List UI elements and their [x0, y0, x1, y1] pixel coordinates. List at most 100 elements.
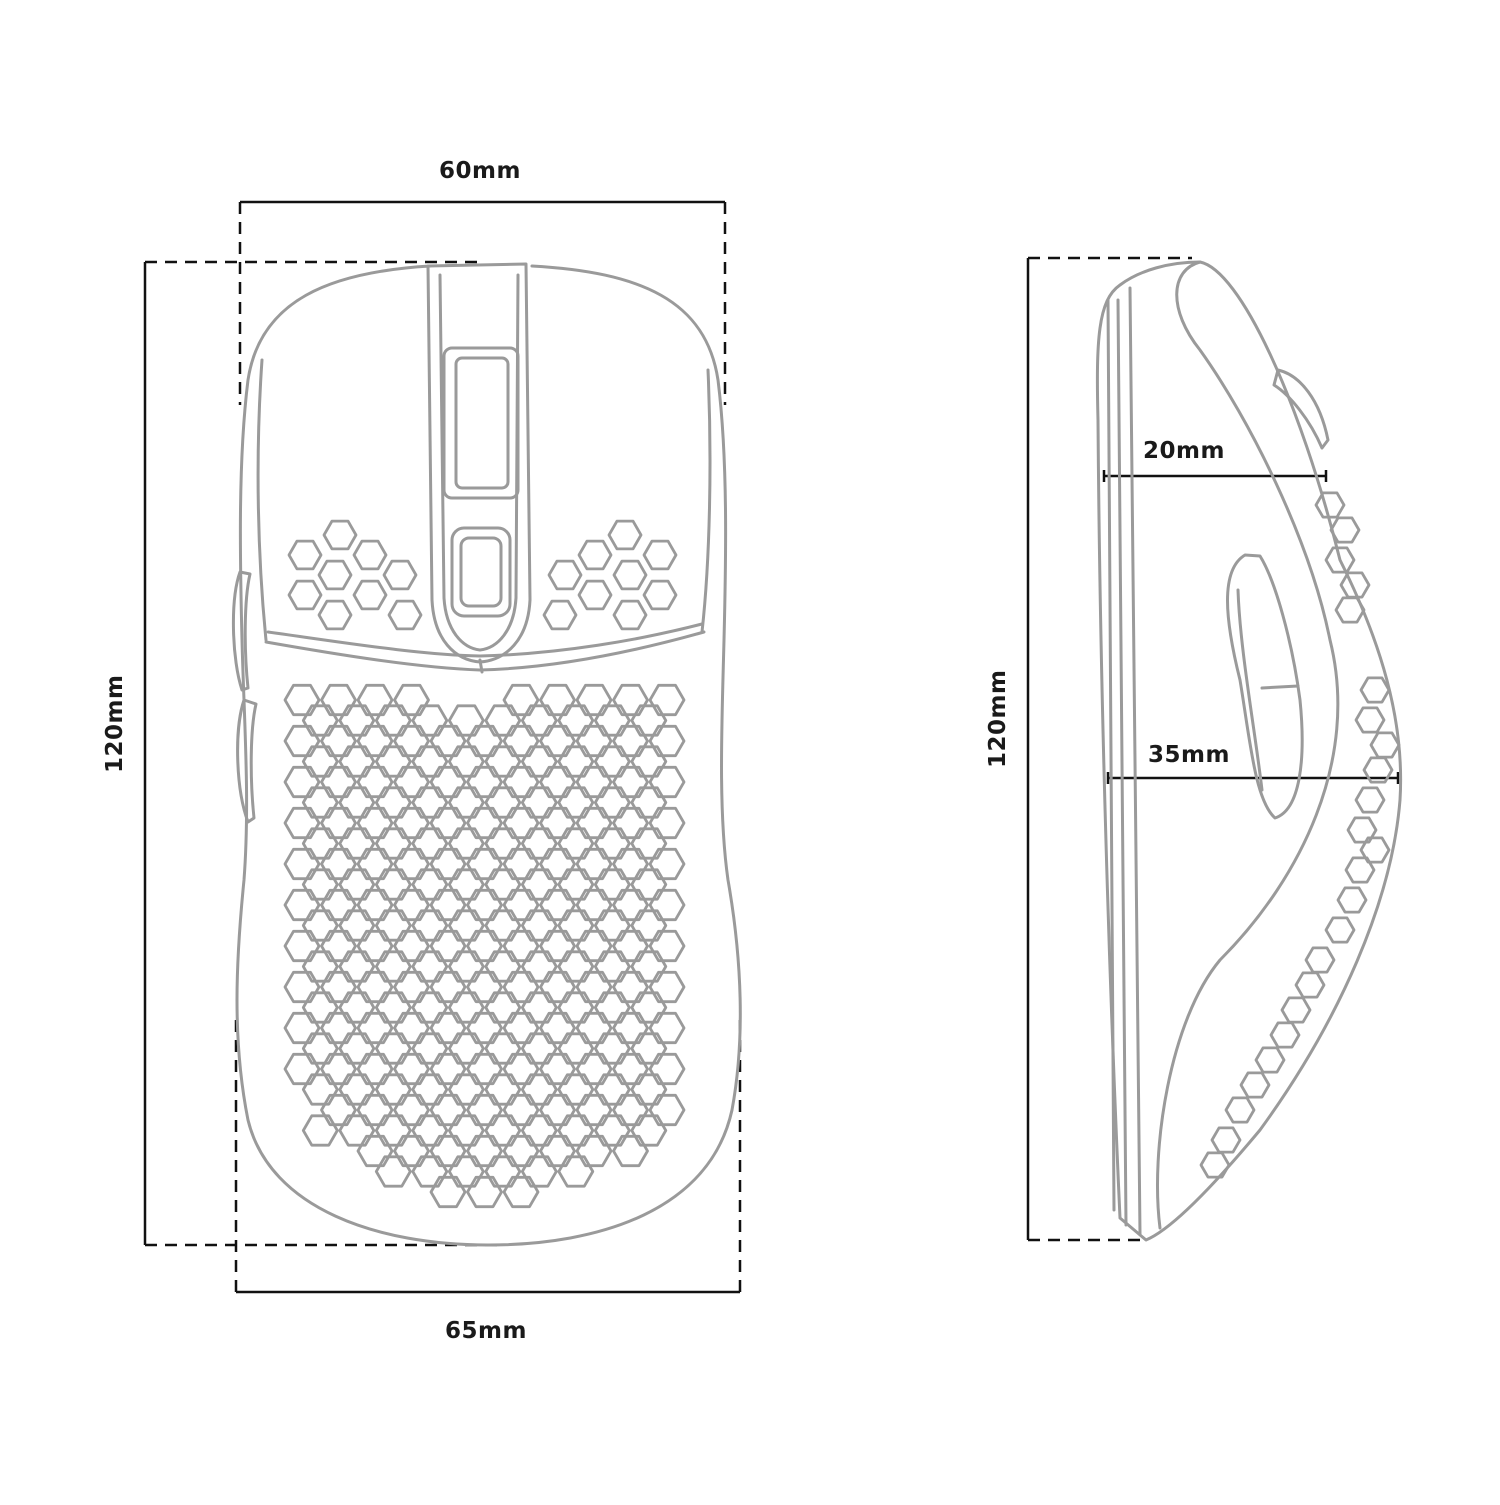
hex-cutout — [1294, 971, 1326, 999]
hex-cutout — [648, 970, 686, 1004]
hex-cutout — [1354, 786, 1386, 814]
hex-cutout — [352, 579, 388, 611]
side-grip-button — [1226, 553, 1304, 820]
hex-cutout — [301, 1114, 339, 1147]
hex-cutout — [630, 1073, 668, 1106]
hex-cutout — [593, 786, 631, 819]
hex-cutout — [520, 704, 558, 737]
hex-cutout — [1336, 886, 1368, 914]
hex-cutout — [374, 991, 412, 1024]
hex-cutout — [356, 929, 394, 963]
hex-cutout — [557, 786, 595, 819]
hex-cutout — [630, 950, 668, 983]
hex-cutout — [593, 950, 631, 983]
hex-cutout — [393, 1052, 430, 1086]
hex-cutout — [338, 950, 376, 983]
hex-cutout — [393, 929, 430, 963]
hex-cutout — [466, 970, 503, 1004]
hex-cutout — [575, 724, 613, 758]
hex-cutout — [648, 847, 686, 881]
hex-cutout — [411, 868, 449, 901]
hex-cutout — [1210, 1126, 1242, 1154]
hex-cutout — [502, 765, 540, 799]
hex-cutout — [539, 1011, 576, 1045]
hex-cutout — [575, 806, 613, 840]
hex-cutout — [1354, 706, 1386, 734]
hex-cutout — [612, 1134, 649, 1168]
hex-cutout — [374, 1032, 412, 1065]
hex-cutout — [1324, 916, 1356, 944]
hex-cutout — [411, 786, 449, 819]
hex-cutout — [630, 991, 668, 1024]
hex-cutout — [317, 559, 353, 591]
width-top-label: 60mm — [439, 158, 521, 184]
hex-cutout — [320, 765, 357, 799]
hex-cutout — [577, 539, 613, 571]
hex-cutout — [484, 991, 522, 1024]
side-hex-pattern — [1199, 491, 1401, 1179]
hex-cutout — [575, 683, 613, 717]
hex-cutout — [356, 847, 394, 881]
hex-cutout — [466, 1134, 503, 1168]
hex-cutout — [429, 929, 467, 963]
hex-cutout — [283, 765, 321, 799]
side-scroll-wheel — [1272, 368, 1330, 450]
height-upper-label: 20mm — [1143, 438, 1225, 464]
side-top-shell — [1156, 260, 1340, 1230]
hex-cutout — [393, 888, 430, 922]
hex-cutout — [612, 806, 649, 840]
hex-cutout — [642, 579, 678, 611]
hex-cutout — [301, 868, 339, 901]
hex-cutout — [283, 888, 321, 922]
hex-cutout — [607, 519, 643, 551]
hex-cutout — [283, 1052, 321, 1086]
hex-cutout — [320, 888, 357, 922]
side-button-forward — [231, 570, 252, 692]
hex-cutout — [539, 847, 576, 881]
hex-cutout — [612, 888, 649, 922]
hex-cutout — [557, 1155, 595, 1188]
hex-cutout — [356, 1011, 394, 1045]
hex-cutout — [301, 909, 339, 942]
hex-cutout — [338, 991, 376, 1024]
hex-cutout — [287, 539, 323, 571]
hex-cutout — [1269, 1021, 1301, 1049]
hex-cutout — [557, 1073, 595, 1106]
hex-cutout — [374, 868, 412, 901]
hex-cutout — [502, 929, 540, 963]
center-rail-inner — [438, 273, 520, 652]
hex-cutout — [539, 724, 576, 758]
hex-cutout — [1224, 1096, 1256, 1124]
hex-cutout — [520, 868, 558, 901]
hex-cutout — [411, 1114, 449, 1147]
hex-cutout — [320, 847, 357, 881]
hex-cutout — [630, 745, 668, 778]
hex-cutout — [429, 765, 467, 799]
dpi-button — [450, 526, 512, 618]
hex-cutout — [466, 1011, 503, 1045]
hex-cutout — [393, 1093, 430, 1127]
hex-cutout — [557, 827, 595, 860]
button-seam — [264, 630, 706, 672]
hex-cutout — [393, 724, 430, 758]
hex-cutout — [648, 724, 686, 758]
hex-cutout — [520, 1114, 558, 1147]
hex-cutout — [593, 745, 631, 778]
hex-cutout — [520, 909, 558, 942]
hex-cutout — [429, 1093, 467, 1127]
top-hex-pattern — [283, 519, 686, 1209]
hex-cutout — [374, 1073, 412, 1106]
side-base-line-3 — [1128, 286, 1142, 1236]
hex-cutout — [301, 1032, 339, 1065]
hex-cutout — [466, 765, 503, 799]
hex-cutout — [484, 786, 522, 819]
hex-cutout — [411, 909, 449, 942]
side-grip-inner — [1236, 588, 1264, 792]
hex-cutout — [630, 1032, 668, 1065]
hex-cutout — [575, 929, 613, 963]
hex-cutout — [612, 1093, 649, 1127]
hex-cutout — [630, 868, 668, 901]
hex-cutout — [612, 970, 649, 1004]
side-length-label: 120mm — [985, 669, 1011, 768]
hex-cutout — [429, 970, 467, 1004]
